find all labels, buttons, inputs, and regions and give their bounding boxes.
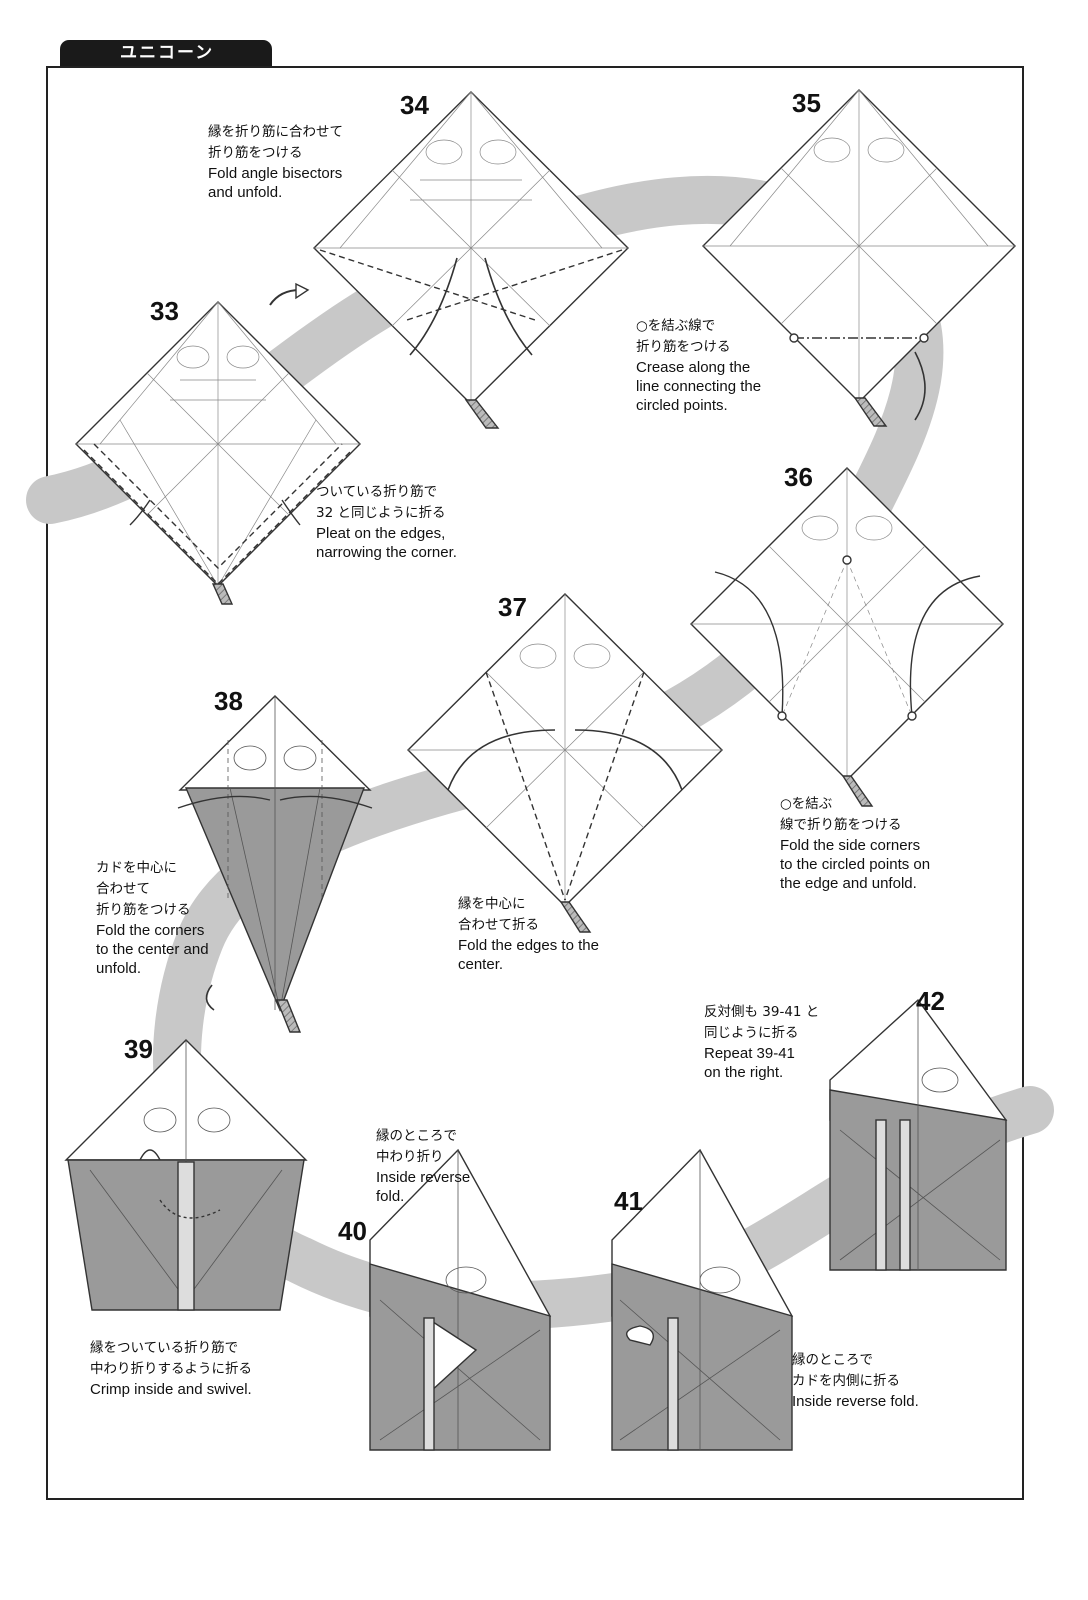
caption-jp: 折り筋をつける xyxy=(208,145,303,161)
caption-step-35: ○を結ぶ線で 折り筋をつける Crease along the line con… xyxy=(636,316,761,415)
caption-en: fold. xyxy=(376,1188,405,1205)
caption-jp: 合わせて xyxy=(96,881,150,897)
step-36-diagram xyxy=(690,467,1004,807)
caption-jp: 線で折り筋をつける xyxy=(780,817,902,833)
caption-en: to the circled points on xyxy=(780,856,931,873)
step-39-diagram xyxy=(64,1039,308,1311)
caption-step-42: 反対側も 39-41 と 同じように折る Repeat 39-41 on the… xyxy=(704,1002,819,1082)
caption-en: center. xyxy=(458,956,504,973)
step-number: 34 xyxy=(400,90,429,120)
caption-jp: 縁のところで xyxy=(376,1128,457,1144)
caption-step-33: ついている折り筋で 32 と同じように折る Pleat on the edges… xyxy=(316,482,457,562)
caption-en: Fold the corners xyxy=(96,922,205,939)
chapter-tab: ユニコーン xyxy=(60,40,272,66)
caption-jp: カドを中心に xyxy=(96,860,177,876)
caption-step-37: 縁を中心に 合わせて折る Fold the edges to the cente… xyxy=(458,894,599,974)
step-34-diagram xyxy=(313,91,629,429)
caption-jp: ○を結ぶ線で xyxy=(636,318,716,334)
caption-en: Fold the edges to the xyxy=(458,937,599,954)
caption-en: the edge and unfold. xyxy=(780,875,917,892)
caption-en: to the center and xyxy=(96,941,209,958)
caption-en: line connecting the xyxy=(636,378,762,395)
caption-en: unfold. xyxy=(96,960,142,977)
caption-en: Repeat 39-41 xyxy=(704,1045,795,1062)
caption-jp: ついている折り筋で xyxy=(316,484,438,500)
step-35-diagram xyxy=(702,89,1016,427)
step-number: 35 xyxy=(792,88,821,118)
step-number: 33 xyxy=(150,296,179,326)
caption-en: Crimp inside and swivel. xyxy=(90,1381,252,1398)
chapter-title: ユニコーン xyxy=(120,43,215,63)
caption-step-38: カドを中心に 合わせて 折り筋をつける Fold the corners to … xyxy=(96,858,209,978)
caption-step-39: 縁をついている折り筋で 中わり折りするように折る Crimp inside an… xyxy=(90,1338,252,1399)
caption-jp: 32 と同じように折る xyxy=(316,505,446,521)
caption-jp: カドを内側に折る xyxy=(792,1373,900,1389)
caption-step-40: 縁のところで 中わり折り Inside reverse fold. xyxy=(376,1126,470,1206)
caption-en: Inside reverse fold. xyxy=(792,1393,919,1410)
step-number: 37 xyxy=(498,592,527,622)
step-number: 36 xyxy=(784,462,813,492)
caption-en: Fold angle bisectors xyxy=(208,165,343,182)
caption-en: Inside reverse xyxy=(376,1169,471,1186)
step-40-diagram xyxy=(369,1148,552,1451)
caption-en: Pleat on the edges, xyxy=(316,525,446,542)
caption-step-34: 縁を折り筋に合わせて 折り筋をつける Fold angle bisectors … xyxy=(208,122,343,202)
caption-jp: 折り筋をつける xyxy=(636,339,731,355)
caption-jp: 縁のところで xyxy=(792,1352,873,1368)
caption-jp: 中わり折り xyxy=(376,1149,444,1165)
step-number: 40 xyxy=(338,1216,367,1246)
caption-jp: 折り筋をつける xyxy=(96,902,191,918)
caption-jp: 反対側も 39-41 と xyxy=(704,1004,820,1020)
step-38-diagram xyxy=(177,695,373,1033)
step-33-diagram xyxy=(75,301,361,605)
caption-jp: 縁を折り筋に合わせて xyxy=(208,124,343,140)
step-42-diagram xyxy=(829,998,1008,1271)
caption-jp: 合わせて折る xyxy=(458,917,539,933)
step-37-diagram xyxy=(407,593,723,933)
caption-step-41: 縁のところで カドを内側に折る Inside reverse fold. xyxy=(792,1350,919,1411)
step-number: 42 xyxy=(916,986,945,1016)
step-number: 39 xyxy=(124,1034,153,1064)
caption-en: Crease along the xyxy=(636,359,751,376)
page-frame xyxy=(46,66,1024,1500)
step-number: 38 xyxy=(214,686,243,716)
caption-jp: 同じように折る xyxy=(704,1025,799,1041)
step-number: 41 xyxy=(614,1186,643,1216)
caption-en: Fold the side corners xyxy=(780,837,921,854)
caption-jp: 縁をついている折り筋で xyxy=(90,1340,239,1356)
caption-step-36: ○を結ぶ 線で折り筋をつける Fold the side corners to … xyxy=(780,794,930,893)
caption-en: and unfold. xyxy=(208,184,283,201)
caption-jp: ○を結ぶ xyxy=(780,796,833,812)
caption-jp: 中わり折りするように折る xyxy=(90,1361,252,1377)
caption-en: on the right. xyxy=(704,1064,784,1081)
caption-en: circled points. xyxy=(636,397,728,414)
step-41-diagram xyxy=(611,1148,794,1451)
caption-jp: 縁を中心に xyxy=(458,896,526,912)
caption-en: narrowing the corner. xyxy=(316,544,457,561)
